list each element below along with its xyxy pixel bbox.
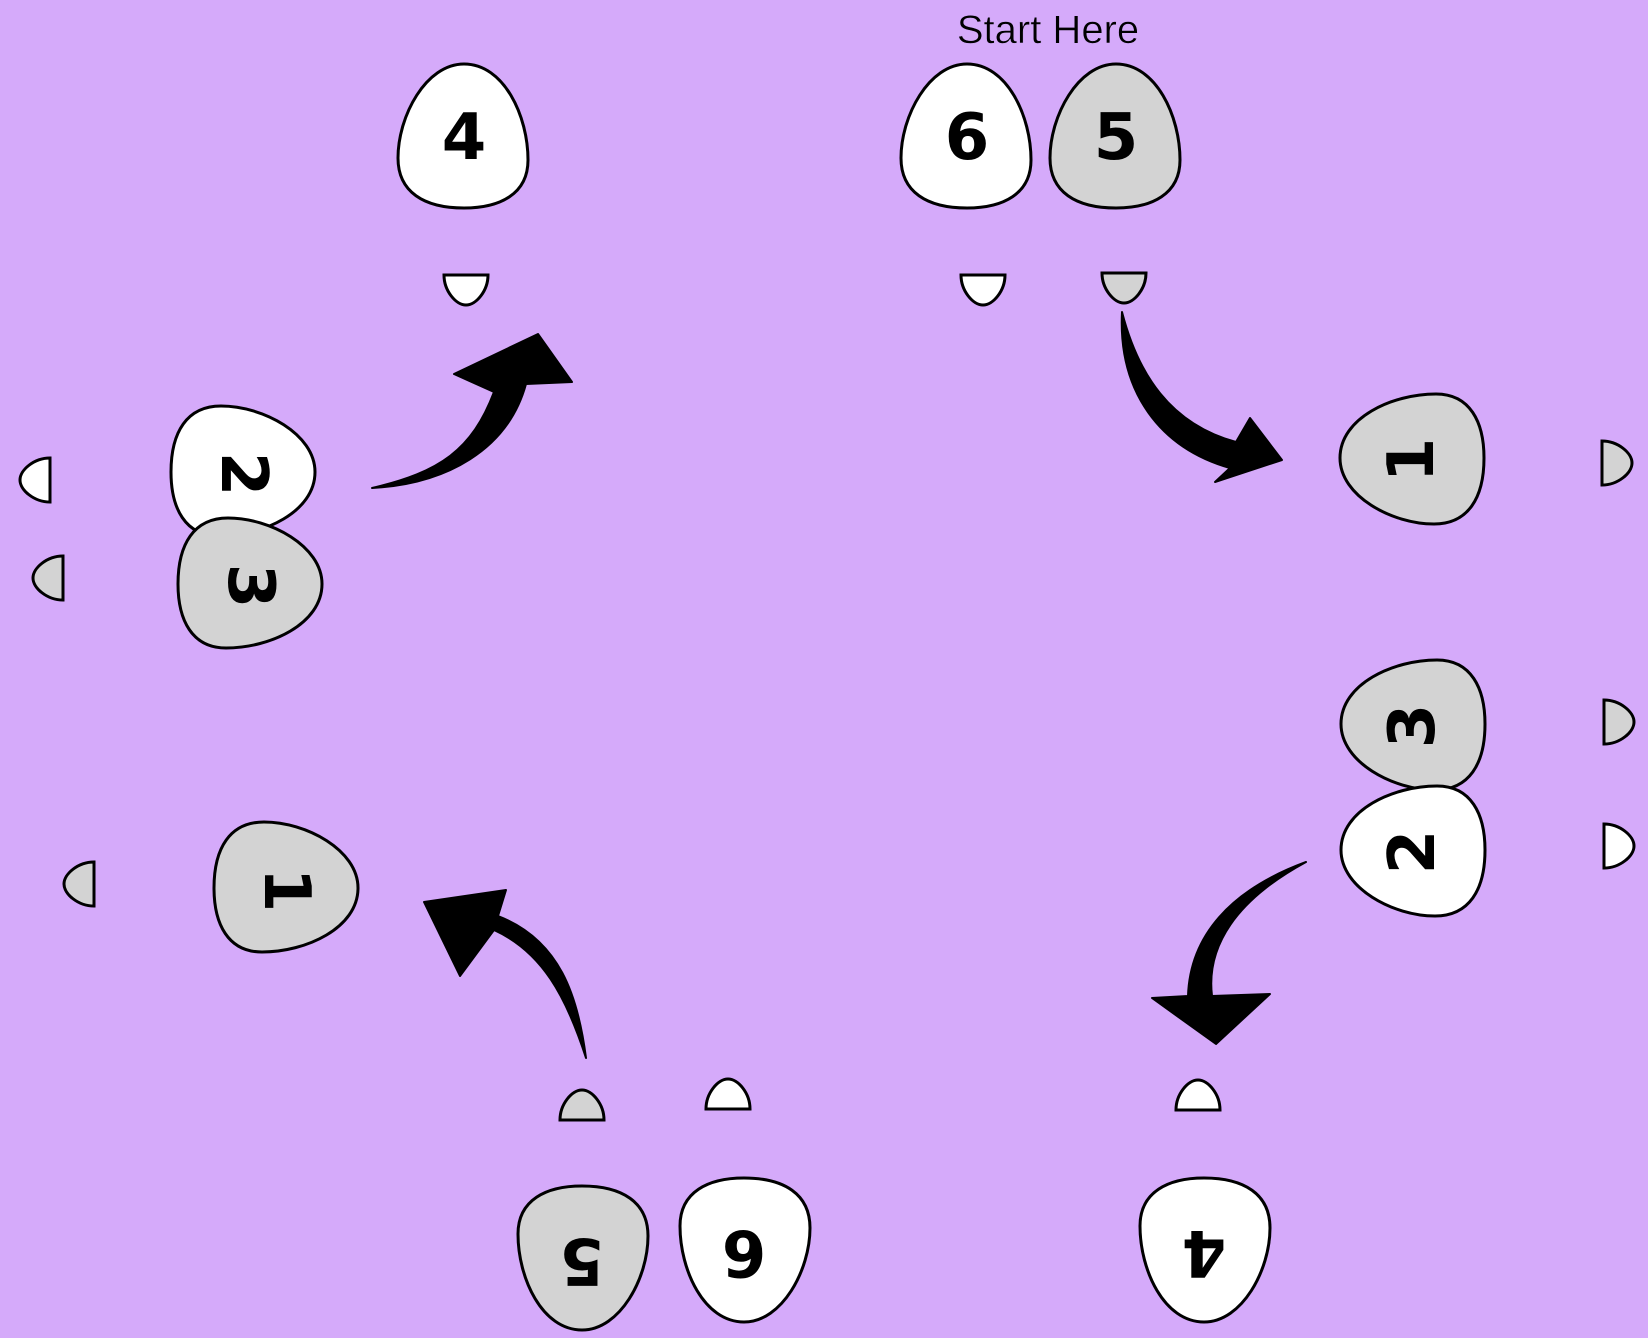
step-number: 3 bbox=[1376, 704, 1450, 749]
step-number: 1 bbox=[1375, 438, 1449, 483]
step-number: 3 bbox=[213, 564, 287, 609]
step-number: 4 bbox=[442, 101, 487, 175]
step-number: 1 bbox=[249, 868, 323, 913]
step-number: 5 bbox=[1094, 101, 1139, 175]
step-number: 4 bbox=[1182, 1215, 1227, 1289]
step-number: 2 bbox=[206, 452, 280, 497]
step-number: 5 bbox=[560, 1223, 605, 1297]
step-number: 2 bbox=[1376, 830, 1450, 875]
step-number: 6 bbox=[722, 1215, 767, 1289]
start-here-label: Start Here bbox=[957, 8, 1139, 52]
step-number: 6 bbox=[945, 101, 990, 175]
